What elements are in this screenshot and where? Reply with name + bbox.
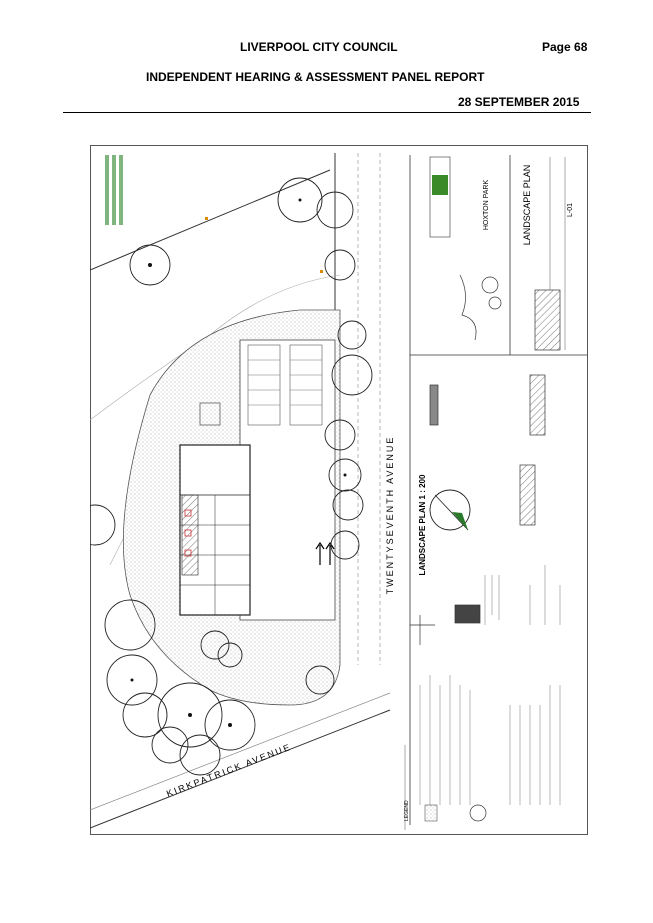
- legend: LEGEND: [404, 745, 487, 830]
- north-point-icon: [429, 489, 471, 531]
- site-boundary-south: [90, 709, 391, 829]
- site-boundary-north: [90, 169, 331, 271]
- street-name-east: TWENTYSEVENTH AVENUE: [385, 436, 395, 595]
- sheet-border: [90, 145, 588, 835]
- council-name: LIVERPOOL CITY COUNCIL: [240, 40, 398, 54]
- header-divider: [63, 112, 591, 113]
- report-title: INDEPENDENT HEARING & ASSESSMENT PANEL R…: [146, 70, 485, 84]
- landscape-plan-drawing: TWENTYSEVENTH AVENUE KIRKPATRICK AVENUE …: [90, 145, 588, 835]
- schedule-text-lines: [419, 565, 561, 805]
- legend-heading: LEGEND: [404, 800, 410, 821]
- planting-details: [410, 274, 561, 645]
- title-block-location: HOXTON PARK: [483, 180, 490, 231]
- title-block-sheet-number: L-01: [567, 203, 574, 217]
- tree-canopies: [90, 177, 373, 776]
- plan-title: LANDSCAPE PLAN 1 : 200: [418, 474, 427, 575]
- page-number: Page 68: [542, 40, 588, 54]
- title-block-sheet-title: LANDSCAPE PLAN: [522, 165, 532, 246]
- report-date: 28 SEPTEMBER 2015: [458, 95, 580, 109]
